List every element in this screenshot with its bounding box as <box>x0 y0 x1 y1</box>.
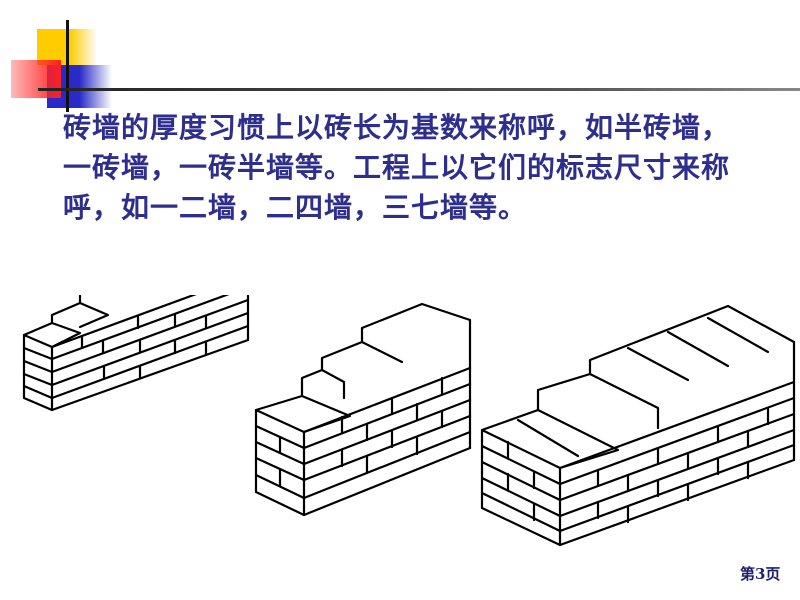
body-line-2: 一砖墙，一砖半墙等。工程上以它们的标志尺寸来称 <box>63 151 731 184</box>
body-line-1: 砖墙的厚度习惯上以砖长为基数来称呼，如半砖墙， <box>63 111 731 144</box>
decor-horizontal-rule <box>38 88 800 91</box>
one-and-half-brick-wall-figure <box>480 304 796 547</box>
page-number: 第3页 <box>740 565 781 583</box>
slide-body-text: 砖墙的厚度习惯上以砖长为基数来称呼，如半砖墙， 一砖墙，一砖半墙等。工程上以它们… <box>63 108 793 228</box>
one-brick-wall-figure <box>254 302 472 517</box>
decor-red-square <box>11 60 61 98</box>
half-brick-wall-figure <box>22 295 250 412</box>
body-line-3: 呼，如一二墙，二四墙，三七墙等。 <box>63 191 528 224</box>
decor-vertical-line <box>66 20 69 112</box>
